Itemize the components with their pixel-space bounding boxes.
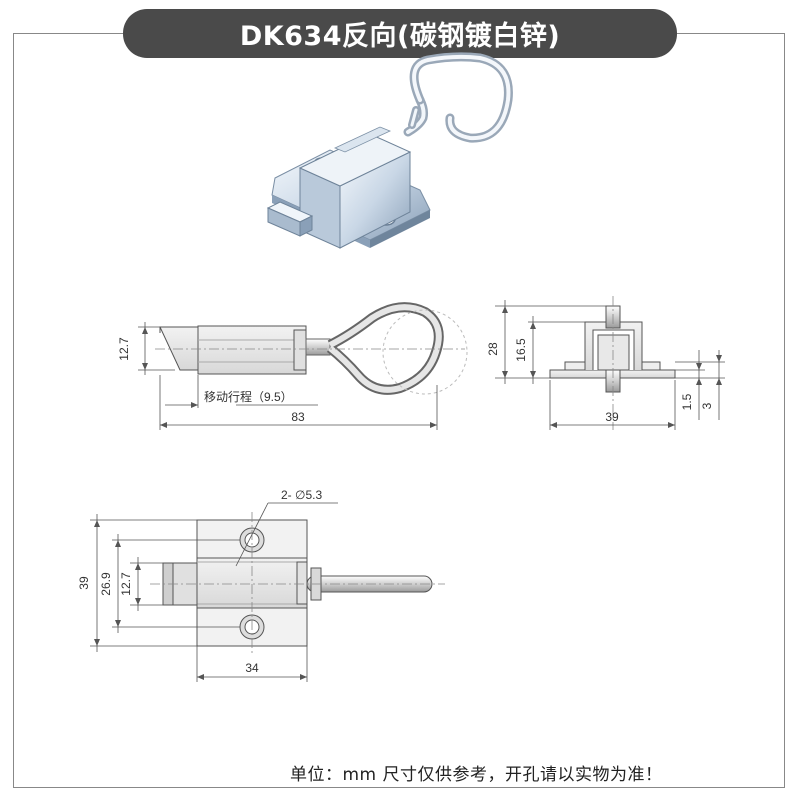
dim-side-length: 83 (291, 410, 305, 424)
footer-note: 单位：mm 尺寸仅供参考，开孔请以实物为准！ (290, 765, 663, 785)
end-view (495, 296, 725, 430)
product-title: DK634反向(碳钢镀白锌) (239, 21, 561, 52)
dim-top-hole-spacing: 26.9 (99, 572, 113, 596)
dim-side-height: 12.7 (117, 337, 131, 361)
dim-side-stroke: 移动行程（9.5） (204, 389, 293, 404)
dim-end-base-thick: 1.5 (680, 393, 694, 410)
dim-end-box-height: 16.5 (514, 338, 528, 362)
product-illustration (266, 52, 513, 249)
dim-end-width: 39 (605, 410, 619, 424)
dim-top-total: 39 (77, 576, 91, 590)
dim-top-holes: 2- ∅5.3 (281, 488, 322, 502)
top-view (90, 502, 445, 682)
dim-end-total-height: 28 (486, 342, 500, 356)
title-bar: DK634反向(碳钢镀白锌) (123, 9, 677, 58)
dim-top-width: 34 (245, 661, 259, 675)
side-view (138, 302, 468, 430)
dim-end-base-height: 3 (700, 402, 714, 409)
dim-top-bolt: 12.7 (119, 572, 133, 596)
